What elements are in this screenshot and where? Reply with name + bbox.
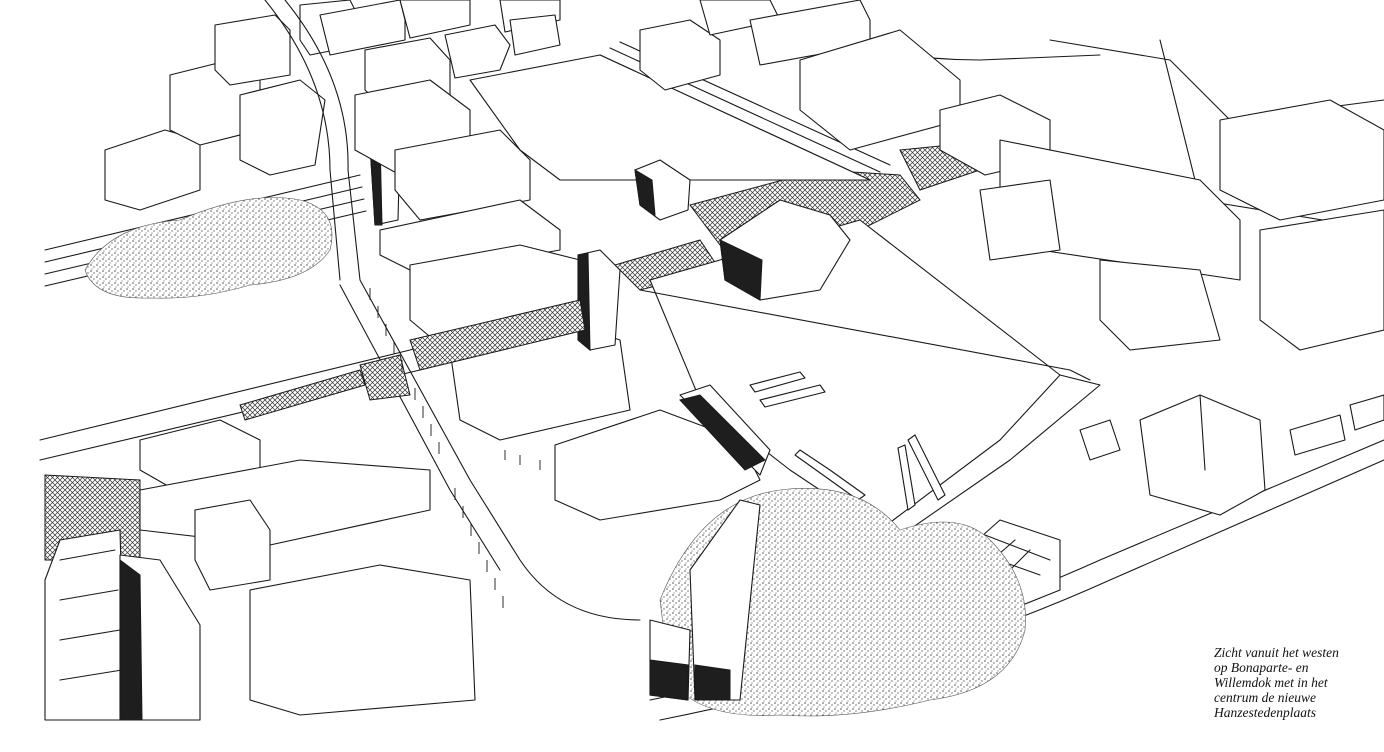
- caption-line-3: Willemdok met in het: [1214, 675, 1328, 690]
- pavilion-north: [634, 159, 691, 221]
- buildings-southwest: [44, 419, 476, 721]
- caption-line-5: Hanzestedenplaats: [1214, 705, 1316, 720]
- caption-line-1: Zicht vanuit het westen: [1214, 645, 1339, 660]
- tower-southwest: [119, 554, 201, 721]
- park-west: [84, 197, 333, 299]
- castle-building: [1079, 394, 1384, 516]
- pavilion-main: [719, 199, 851, 301]
- boats: [749, 371, 946, 511]
- drawing-caption: Zicht vanuit het westen op Bonaparte- en…: [1214, 645, 1379, 720]
- tree-rows: [369, 288, 541, 608]
- tower-centre: [577, 249, 621, 352]
- tower-south: [649, 499, 761, 701]
- buildings-northwest: [104, 0, 561, 211]
- caption-line-2: op Bonaparte- en: [1214, 660, 1309, 675]
- buildings-central-south: [554, 384, 771, 521]
- caption-line-4: centrum de nieuwe: [1214, 690, 1316, 705]
- buildings-east: [639, 0, 1384, 351]
